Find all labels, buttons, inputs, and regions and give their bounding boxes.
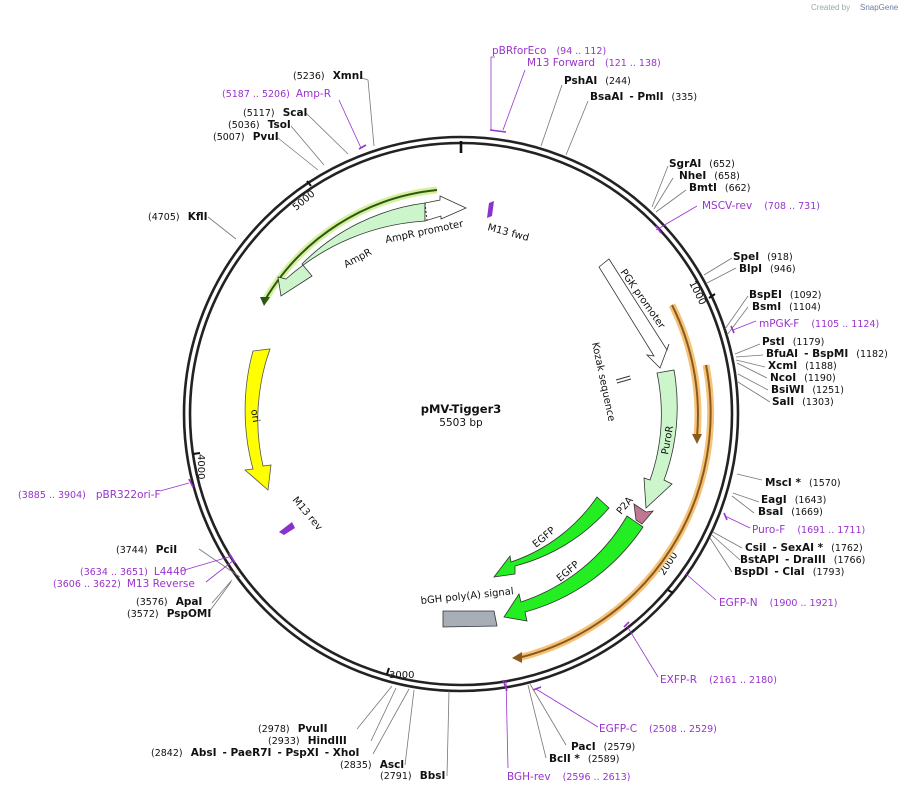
primer-leader-lines (159, 56, 757, 769)
primer-exfp-r: EXFP-R(2161 .. 2180) (660, 674, 777, 686)
site-kfli: (4705) KflI (148, 205, 208, 224)
site-csii-sexai: CsiI- SexAI *(1762) (745, 542, 863, 554)
site-apai: (3576) ApaI (136, 590, 202, 609)
m13-rev-label: M13 rev (290, 495, 325, 533)
site-msci: MscI *(1570) (765, 477, 841, 489)
primer-m13-reverse: (3606 .. 3622)M13 Reverse (53, 578, 195, 590)
bgh-polya-label: bGH poly(A) signal (420, 586, 514, 607)
site-xmni: (5236) XmnI (293, 64, 363, 83)
credit-prefix: Created by (811, 3, 850, 12)
credit-brand: SnapGene (860, 3, 899, 12)
primer-m13-forward: M13 Forward(121 .. 138) (527, 57, 661, 69)
site-bfuai-bspmi: BfuAI- BspMI(1182) (766, 348, 888, 360)
kozak-mark (615, 375, 631, 381)
bgh-polya-feature (442, 610, 498, 628)
enzyme-labels: (5236) XmnI (5117) ScaI (5036) TsoI (500… (116, 64, 888, 783)
site-eagi: EagI(1643) (761, 494, 826, 506)
m13-rev-primer-site (279, 522, 295, 535)
primer-mscv-rev: MSCV-rev(708 .. 731) (702, 200, 820, 212)
site-ncoi: NcoI(1190) (770, 372, 836, 384)
site-pcii: (3744) PciI (116, 538, 177, 557)
site-bbsi: (2791) BbsI (380, 764, 445, 783)
site-xcmi: XcmI(1188) (768, 360, 837, 372)
p2a-feature (633, 503, 654, 525)
tick-label-3000: 3000 (389, 670, 414, 681)
site-nhei: NheI(658) (679, 170, 740, 182)
site-blpi: BlpI(946) (739, 263, 796, 275)
site-bsai: BsaI(1669) (758, 506, 823, 518)
site-paci: PacI(2579) (571, 741, 635, 753)
site-pshai: PshAI(244) (564, 75, 631, 87)
primer-labels: pBRforEco(94 .. 112) M13 Forward(121 .. … (18, 45, 879, 783)
primer-pbrforeco: pBRforEco(94 .. 112) (492, 45, 606, 57)
site-tsoi: (5036) TsoI (228, 113, 291, 132)
pgk-promoter-feature (598, 258, 670, 369)
site-bcli: BclI *(2589) (549, 753, 619, 765)
puror-feature (643, 369, 678, 509)
primer-mpgk-f: mPGK-F(1105 .. 1124) (759, 318, 879, 330)
site-pspomi: (3572) PspOMI (127, 602, 211, 621)
primer-amp-r: (5187 .. 5206)Amp-R (222, 88, 331, 100)
ori-feature (244, 348, 272, 491)
primer-l4440: (3634 .. 3651)L4440 (80, 566, 186, 578)
site-bsaai-pmli: BsaAI- PmlI(335) (590, 91, 697, 103)
site-bstapi-draiii: BstAPI- DraIII(1766) (740, 554, 865, 566)
m13-fwd-primer-site (487, 201, 494, 218)
ampr-feature (277, 202, 426, 297)
backbone-outer (182, 135, 740, 693)
site-bsiwi: BsiWI(1251) (771, 384, 844, 396)
site-sgrai: SgrAI(652) (669, 158, 735, 170)
site-scai: (5117) ScaI (243, 101, 307, 120)
site-asci: (2835) AscI (340, 753, 404, 772)
p2a-label: P2A (615, 495, 636, 517)
egfp-feature-1 (493, 496, 610, 578)
orf-arc-1 (668, 303, 702, 444)
ampr-promoter-feature (424, 195, 467, 222)
site-sali: SalI(1303) (772, 396, 834, 408)
site-bspdi-clai: BspDI- ClaI(1793) (734, 566, 844, 578)
plasmid-name: pMV-Tigger3 (421, 402, 502, 416)
site-absi-xhoi: (2842) AbsI- PaeR7I- PspXI- XhoI (151, 741, 359, 760)
kozak-label: Kozak sequence (589, 341, 617, 422)
primer-egfp-n: EGFP-N(1900 .. 1921) (719, 597, 837, 609)
site-hindiii: (2933) HindIII (268, 729, 347, 748)
ampr-label: AmpR (342, 247, 374, 271)
site-bsmi: BsmI(1104) (752, 301, 821, 313)
primer-bgh-rev: BGH-rev(2596 .. 2613) (507, 771, 630, 783)
site-pvui: (5007) PvuI (213, 125, 279, 144)
primer-egfp-c: EGFP-C(2508 .. 2529) (599, 723, 717, 735)
enzyme-leader-lines (198, 77, 771, 777)
primer-pbr322ori-f: (3885 .. 3904)pBR322ori-F (18, 489, 161, 501)
primer-puro-f: Puro-F(1691 .. 1711) (752, 524, 865, 536)
site-bmti: BmtI(662) (689, 182, 750, 194)
m13-fwd-label: M13 fwd (486, 222, 530, 244)
ori-label: ori (248, 409, 261, 424)
site-bspei: BspEI(1092) (749, 289, 821, 301)
site-psti: PstI(1179) (762, 336, 824, 348)
egfp-feature-2 (503, 515, 644, 622)
site-pvuii: (2978) PvuII (258, 717, 328, 736)
tick-label-4000: 4000 (195, 454, 206, 479)
orf-arc-2 (512, 364, 715, 663)
plasmid-size: 5503 bp (439, 417, 483, 429)
tick-marks (192, 180, 716, 675)
site-spei: SpeI(918) (733, 251, 793, 263)
puror-label: PuroR (660, 425, 676, 456)
